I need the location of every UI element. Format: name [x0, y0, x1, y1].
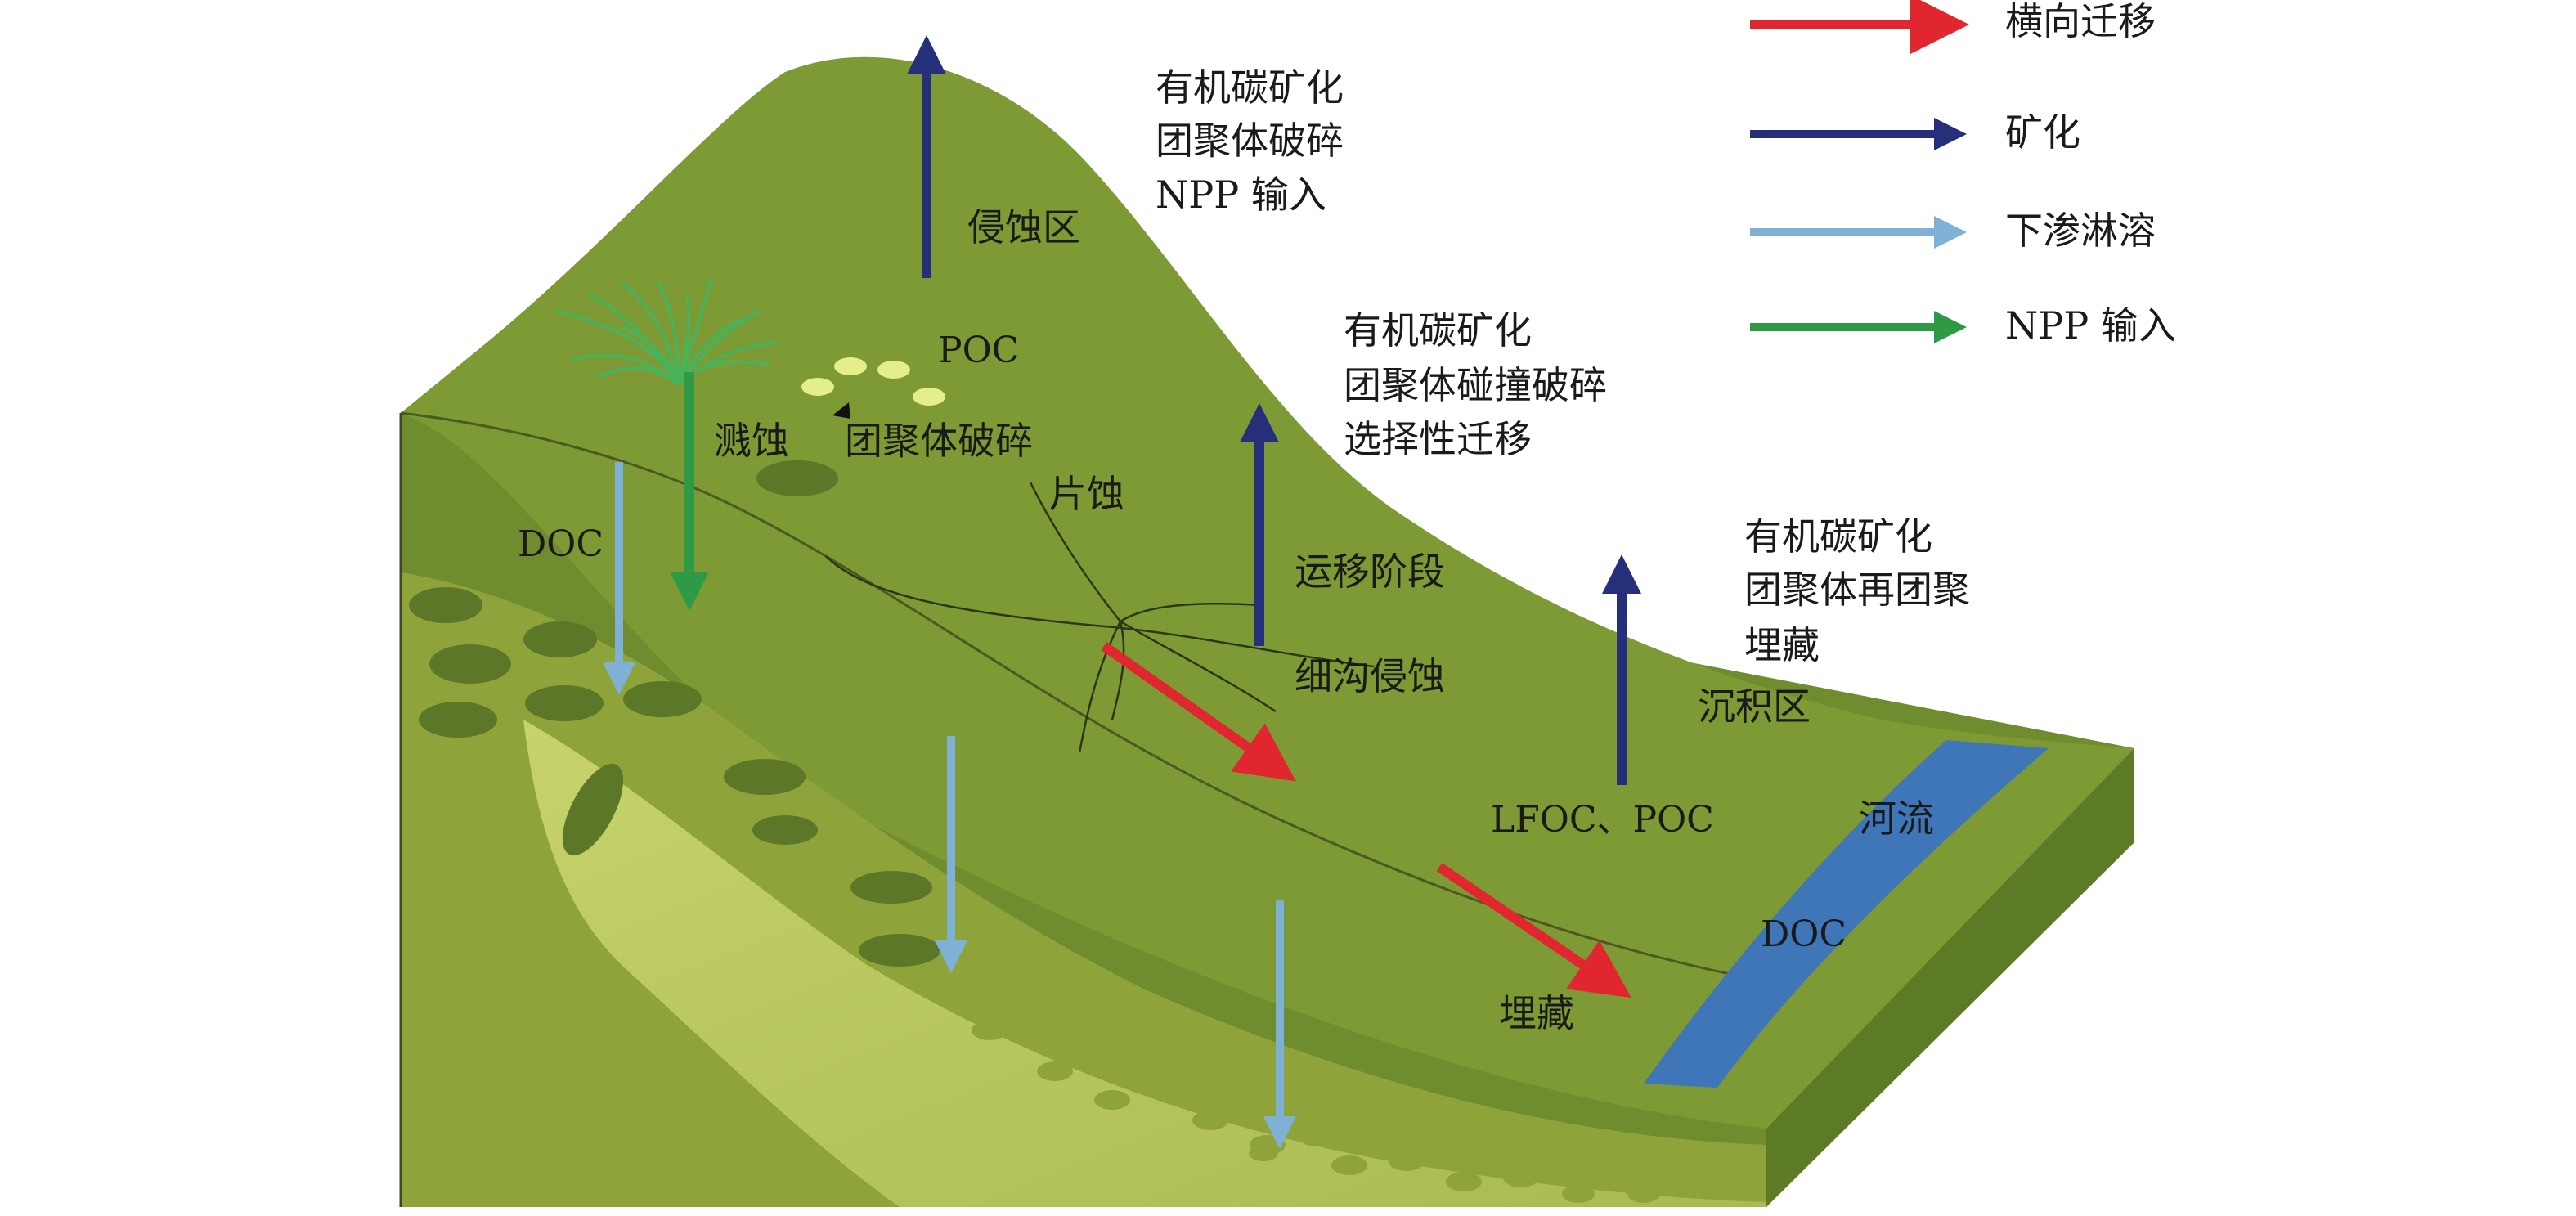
- erosion-process-3: NPP 输入: [1156, 173, 1326, 217]
- sheet-erosion-label: 片蚀: [1049, 472, 1124, 516]
- rill-lines: [825, 482, 1375, 753]
- transport-process-2: 团聚体碰撞破碎: [1344, 363, 1607, 407]
- doc-label-river: DOC: [1761, 913, 1847, 955]
- deposition-zone-title: 沉积区: [1698, 684, 1811, 729]
- transport-process-3: 选择性迁移: [1344, 417, 1532, 461]
- erosion-zone-labels: 有机碳矿化 团聚体破碎 NPP 输入 侵蚀区 POC 溅蚀 团聚体破碎 片蚀 D…: [518, 65, 1344, 565]
- erosion-process-1: 有机碳矿化: [1156, 65, 1344, 110]
- surface-line: [400, 411, 1767, 983]
- legend: 横向迁移 矿化 下渗淋溶 NPP 输入: [1750, 0, 2176, 348]
- river-labels: 河流 DOC: [1761, 796, 1934, 955]
- pale-layer: [523, 720, 1766, 1207]
- river-label: 河流: [1859, 796, 1934, 841]
- transport-zone-labels: 有机碳矿化 团聚体碰撞破碎 选择性迁移 运移阶段 细沟侵蚀: [1295, 308, 1607, 698]
- aggregate-breakdown-label: 团聚体破碎: [845, 419, 1033, 463]
- erosion-process-2: 团聚体破碎: [1156, 119, 1344, 163]
- splash-erosion-label: 溅蚀: [714, 419, 789, 463]
- lateral-arrow-1: [1101, 642, 1296, 782]
- erosion-zone-title: 侵蚀区: [967, 205, 1080, 249]
- doc-label-slope: DOC: [518, 523, 604, 565]
- legend-label-mineralization: 矿化: [2005, 110, 2080, 155]
- hill-top-surface: [401, 56, 2134, 1129]
- transport-stage-label: 运移阶段: [1295, 550, 1445, 594]
- lateral-arrow-2: [1436, 863, 1631, 998]
- splash-droplet-icon: [832, 402, 850, 419]
- transport-process-1: 有机碳矿化: [1344, 308, 1532, 352]
- legend-label-lateral: 横向迁移: [2005, 0, 2156, 43]
- burial-label: 埋藏: [1499, 991, 1574, 1035]
- lfoc-poc-label: LFOC、POC: [1491, 799, 1714, 841]
- deposition-zone-labels: 有机碳矿化 团聚体再团聚 埋藏 沉积区 LFOC、POC 埋藏: [1491, 514, 1970, 1035]
- poc-label: POC: [938, 330, 1019, 371]
- legend-label-leaching: 下渗淋溶: [2005, 209, 2156, 253]
- river: [1644, 740, 2049, 1088]
- block-side-face: [1766, 748, 2134, 1207]
- deposition-process-1: 有机碳矿化: [1744, 514, 1932, 559]
- poc-particles: [756, 357, 945, 496]
- deposition-process-3: 埋藏: [1744, 623, 1820, 667]
- soil-stones: [409, 587, 1660, 1203]
- deposition-process-2: 团聚体再团聚: [1744, 568, 1970, 612]
- legend-label-npp: NPP 输入: [2005, 303, 2176, 348]
- rill-erosion-label: 细沟侵蚀: [1295, 654, 1445, 698]
